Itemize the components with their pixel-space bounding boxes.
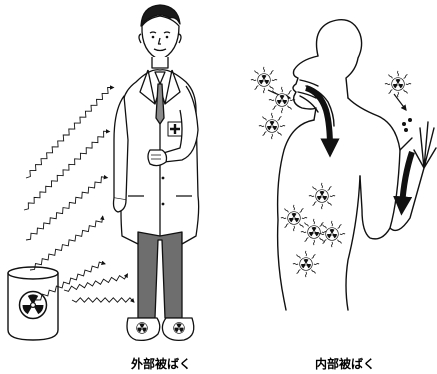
- doctor-head: [142, 16, 179, 60]
- internal-exposure-panel: 内部被ばく: [251, 20, 436, 371]
- radiation-barrel-icon: [8, 267, 58, 340]
- external-exposure-caption: 外部被ばく: [131, 356, 191, 371]
- doctor-pants: [138, 228, 182, 318]
- doctor-hand: [148, 150, 167, 166]
- radiation-particle-icon: [259, 113, 285, 139]
- external-exposure-panel: 外部被ばく: [8, 5, 199, 371]
- radiation-particle-icon: [319, 221, 345, 247]
- wavy-ray-icon: [72, 298, 134, 302]
- radiation-particle-icon: [269, 87, 295, 113]
- wavy-ray-icon: [64, 274, 128, 291]
- radiation-particles: [251, 67, 411, 277]
- doctor-figure: [114, 5, 199, 340]
- radiation-particle-icon: [301, 219, 327, 245]
- doctor-tie: [156, 84, 164, 124]
- radiation-particle-icon: [281, 205, 307, 231]
- radiation-particle-icon: [293, 251, 319, 277]
- radiation-particle-icon: [309, 183, 335, 209]
- wavy-ray-icon: [24, 131, 110, 210]
- doctor-shoes: [127, 318, 194, 340]
- internal-exposure-caption: 内部被ばく: [315, 356, 375, 371]
- wavy-ray-icon: [30, 216, 103, 270]
- wavy-ray-icon: [26, 177, 107, 240]
- flow-arrow-icon: [268, 88, 412, 206]
- radiation-particle-icon: [251, 67, 277, 93]
- radiation-particle-icon: [385, 71, 411, 97]
